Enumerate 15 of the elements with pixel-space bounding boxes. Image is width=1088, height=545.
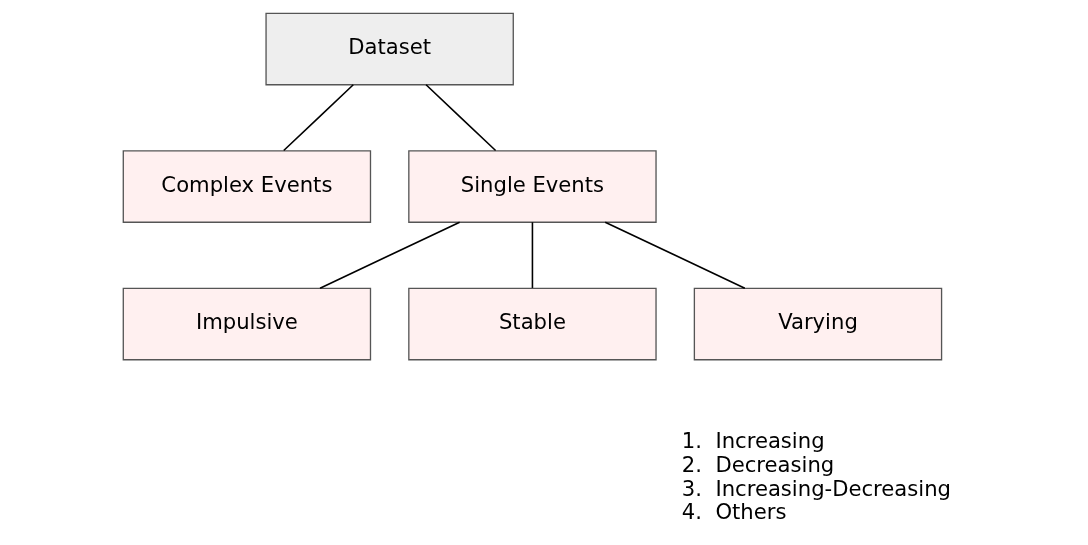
- node-label: 1. Increasing: [681, 428, 825, 454]
- node-box: Impulsive: [122, 287, 372, 361]
- connector: [282, 84, 355, 152]
- connector: [425, 84, 497, 152]
- node-box: Single Events: [408, 150, 657, 223]
- connector: [604, 221, 746, 289]
- node-box: Dataset: [265, 12, 514, 86]
- connector: [319, 221, 461, 289]
- node-box: Complex Events: [122, 150, 372, 223]
- connector: [531, 221, 534, 289]
- node-box: Stable: [408, 287, 657, 361]
- node-box: Varying: [693, 287, 943, 361]
- node-label: 4. Others: [681, 499, 787, 525]
- node-label: 2. Decreasing: [681, 451, 835, 477]
- node-label: 3. Increasing-Decreasing: [681, 475, 952, 501]
